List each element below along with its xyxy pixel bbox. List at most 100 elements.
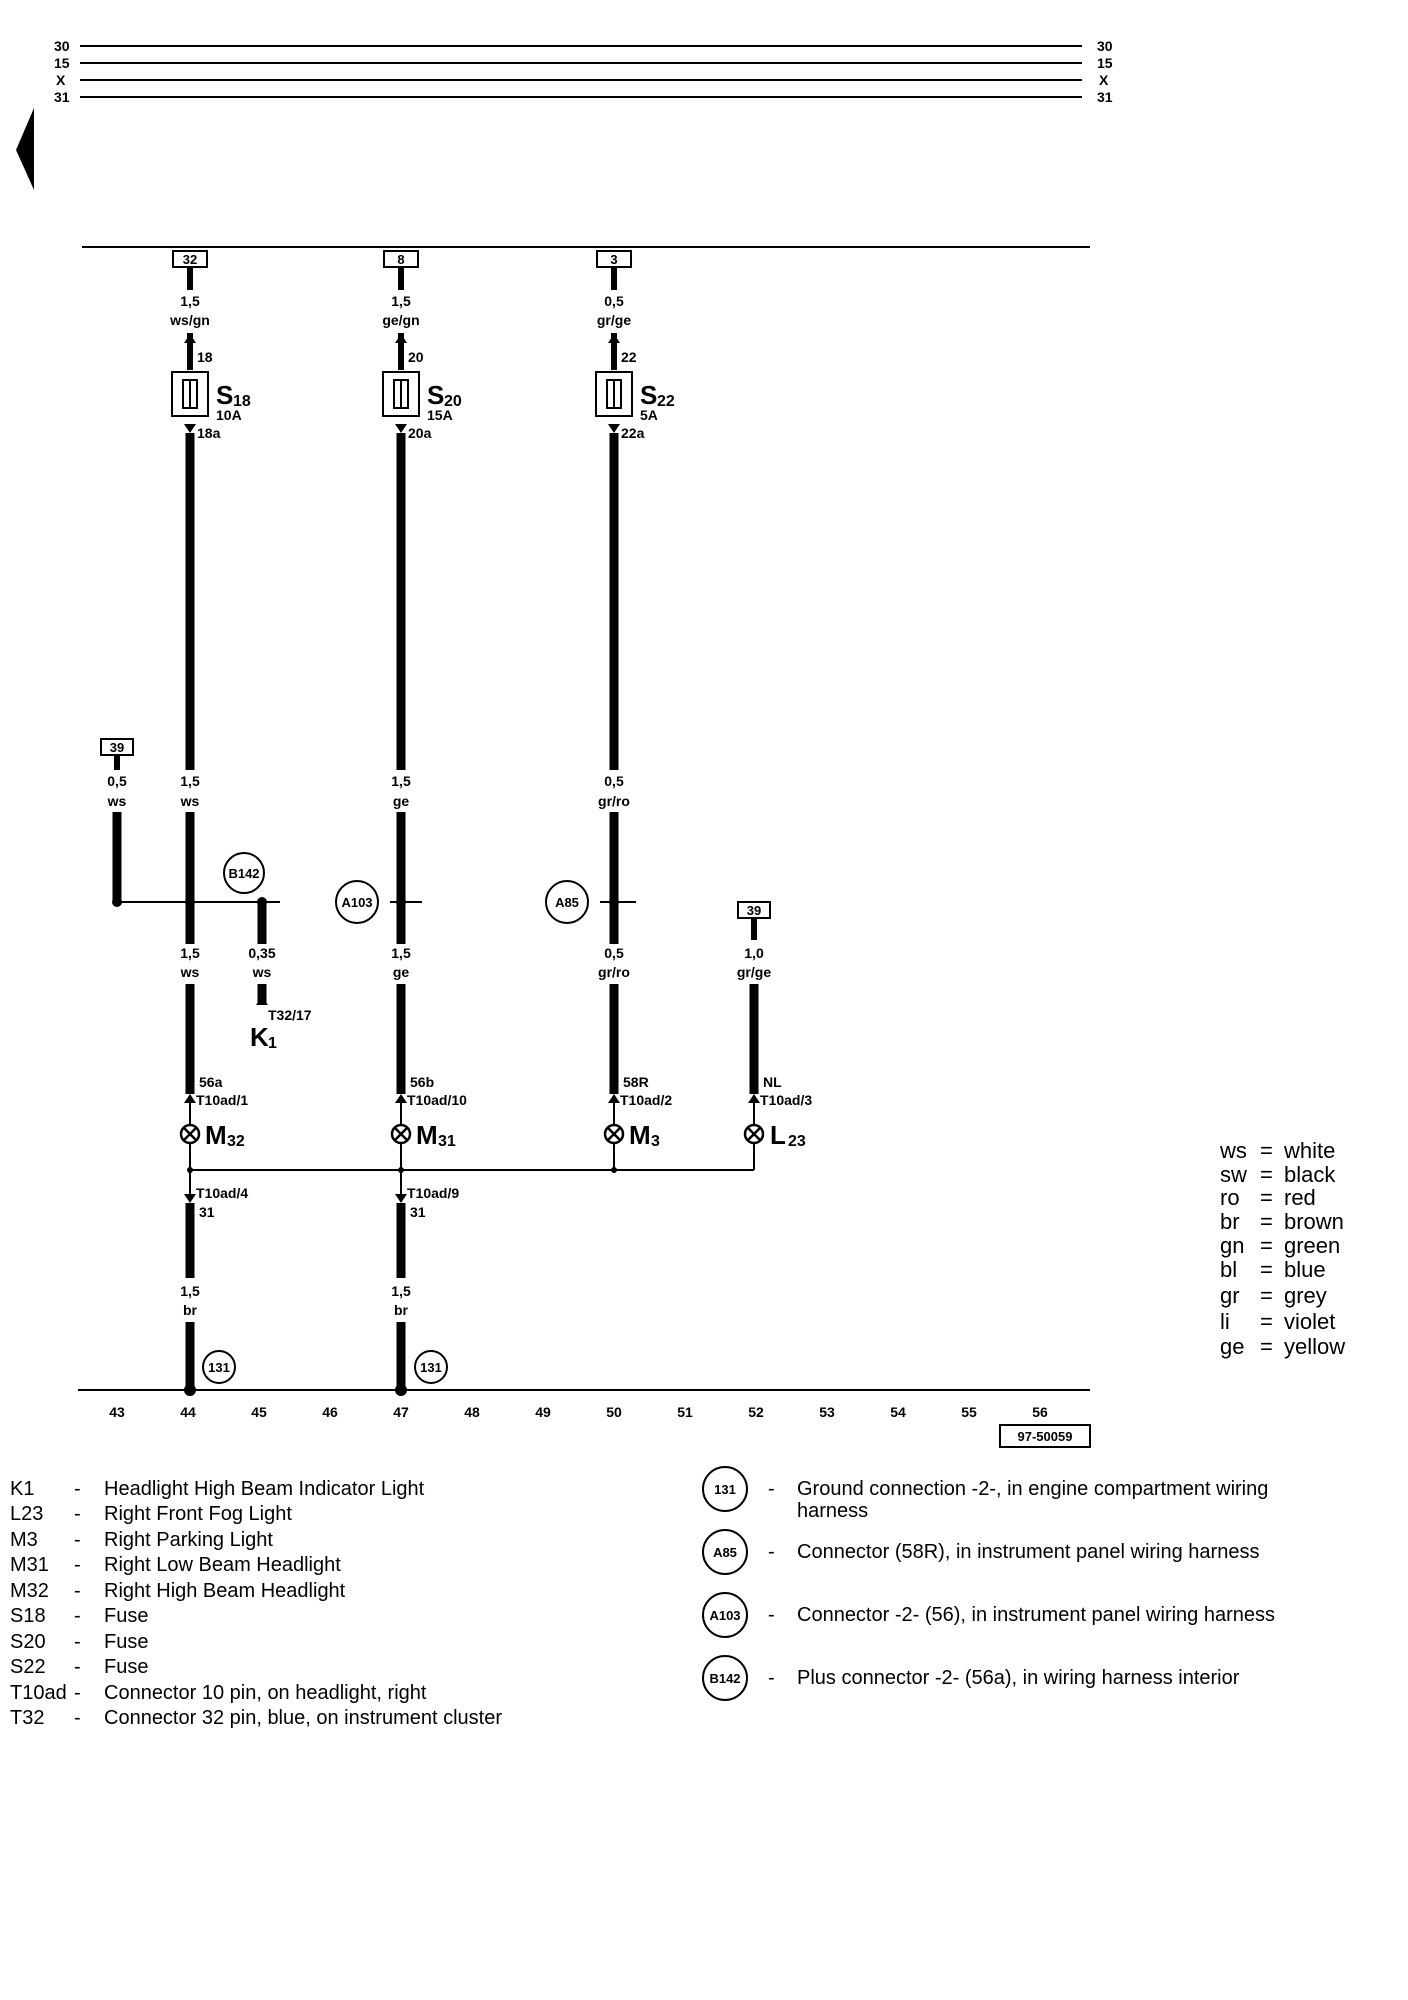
ground-pin: 31 — [199, 1204, 215, 1220]
svg-text:-: - — [768, 1667, 775, 1689]
svg-text:131: 131 — [420, 1360, 442, 1375]
fuse-name: S — [216, 380, 233, 410]
svg-text:51: 51 — [677, 1404, 693, 1420]
svg-text:-: - — [768, 1541, 775, 1563]
fuse-name: S — [640, 380, 657, 410]
svg-text:31: 31 — [438, 1133, 456, 1150]
wire-size: 0,5 — [604, 945, 624, 961]
svg-text:Right High Beam Headlight: Right High Beam Headlight — [104, 1580, 346, 1602]
wire-size: 1,5 — [180, 945, 200, 961]
previous-page-arrow-icon[interactable] — [16, 108, 34, 190]
wire-size: 0,35 — [248, 945, 275, 961]
svg-text:=: = — [1260, 1162, 1273, 1187]
svg-text:B142: B142 — [709, 1671, 740, 1686]
fuse-rating: 15A — [427, 407, 453, 423]
ground-point-131-a[interactable]: 131 — [202, 1350, 236, 1384]
svg-text:white: white — [1283, 1138, 1335, 1163]
svg-text:M31: M31 — [10, 1554, 49, 1576]
wire-color: ws — [252, 964, 272, 980]
k1-pin-label: T32/17 — [268, 1007, 312, 1023]
svg-text:S20: S20 — [10, 1631, 46, 1653]
wire-color: ge — [393, 964, 410, 980]
svg-text:=: = — [1260, 1138, 1273, 1163]
svg-text:brown: brown — [1284, 1209, 1344, 1234]
svg-text:Connector (58R), in instrument: Connector (58R), in instrument panel wir… — [797, 1541, 1259, 1563]
svg-text:39: 39 — [747, 903, 761, 918]
fuse-subscript: 20 — [444, 393, 462, 410]
rail-15-label-right: 15 — [1097, 55, 1113, 71]
svg-text:23: 23 — [788, 1133, 806, 1150]
rail-31-label-left: 31 — [54, 89, 70, 105]
svg-text:ro: ro — [1220, 1185, 1240, 1210]
wire-color-key: ws = white sw = black ro = red br = brow… — [1219, 1138, 1345, 1359]
lamp-connector: T10ad/2 — [620, 1092, 672, 1108]
svg-text:=: = — [1260, 1283, 1273, 1308]
svg-text:50: 50 — [606, 1404, 622, 1420]
lamp-pin-labels: 56a T10ad/1 56b T10ad/10 58R T10ad/2 NL … — [184, 1074, 812, 1108]
connector-a85[interactable]: A85 — [545, 880, 589, 924]
svg-text:131: 131 — [208, 1360, 230, 1375]
diagram-reference: 97-50059 — [999, 1424, 1091, 1448]
svg-text:131: 131 — [714, 1482, 736, 1497]
wire-color: gr/ro — [598, 964, 630, 980]
fuse-pin-in: 18 — [197, 349, 213, 365]
svg-text:-: - — [74, 1656, 81, 1678]
svg-text:-: - — [74, 1554, 81, 1576]
wire-color: gr/ge — [737, 964, 771, 980]
svg-text:3: 3 — [651, 1133, 660, 1150]
svg-text:gn: gn — [1220, 1233, 1244, 1258]
svg-text:S18: S18 — [10, 1605, 46, 1627]
terminal-box-39-left: 39 — [100, 738, 134, 770]
connector-legend: 131 - Ground connection -2-, in engine c… — [702, 1466, 1275, 1701]
svg-text:43: 43 — [109, 1404, 125, 1420]
svg-text:-: - — [768, 1604, 775, 1626]
svg-text:L: L — [770, 1120, 786, 1150]
fuse-name: S — [427, 380, 444, 410]
lamp-l23: L 23 — [743, 1120, 806, 1150]
terminal-boxes: 32 8 3 — [172, 250, 632, 268]
svg-text:S22: S22 — [10, 1656, 46, 1678]
svg-text:32: 32 — [227, 1133, 245, 1150]
upper-mid-wire-labels: 0,5 ws 1,5 ws 1,5 ge 0,5 gr/ro — [107, 773, 630, 809]
svg-text:Connector 10 pin, on headlight: Connector 10 pin, on headlight, right — [104, 1682, 427, 1704]
ground-point-131-b[interactable]: 131 — [414, 1350, 448, 1384]
wire-size: 1,5 — [391, 293, 411, 309]
wire-size: 1,5 — [180, 293, 200, 309]
k1-name: K — [250, 1022, 269, 1052]
wire-color: ws — [180, 793, 200, 809]
svg-text:M3: M3 — [10, 1529, 38, 1551]
lamp-connector: T10ad/3 — [760, 1092, 812, 1108]
svg-text:=: = — [1260, 1257, 1273, 1282]
svg-text:Connector -2- (56), in instrum: Connector -2- (56), in instrument panel … — [797, 1604, 1275, 1626]
ground-wire-labels: 1,5 br 1,5 br — [180, 1283, 411, 1318]
svg-text:44: 44 — [180, 1404, 196, 1420]
svg-text:A103: A103 — [709, 1608, 740, 1623]
svg-text:sw: sw — [1220, 1162, 1247, 1187]
svg-text:49: 49 — [535, 1404, 551, 1420]
svg-text:Headlight High Beam Indicator: Headlight High Beam Indicator Light — [104, 1478, 425, 1500]
svg-text:li: li — [1220, 1309, 1230, 1334]
svg-text:-: - — [768, 1478, 775, 1500]
connector-b142[interactable]: B142 — [223, 852, 265, 894]
power-rails: 30 15 X 31 30 15 X 31 — [54, 38, 1113, 105]
fuse-s18: 18 S 18 10A 18a — [171, 334, 251, 441]
lamp-pin: 56a — [199, 1074, 223, 1090]
fuse-pin-in: 20 — [408, 349, 424, 365]
svg-text:T10ad: T10ad — [10, 1682, 67, 1704]
svg-text:56: 56 — [1032, 1404, 1048, 1420]
svg-text:=: = — [1260, 1233, 1273, 1258]
lamp-m32: M 32 — [179, 1120, 245, 1150]
wire-size: 1,5 — [391, 1283, 411, 1299]
connector-a103[interactable]: A103 — [335, 880, 379, 924]
wire-size: 1,5 — [180, 1283, 200, 1299]
fuse-subscript: 22 — [657, 393, 675, 410]
wire-size: 1,5 — [391, 945, 411, 961]
svg-text:Right Parking Light: Right Parking Light — [104, 1529, 273, 1551]
terminal-box-3: 3 — [610, 252, 617, 267]
rail-x-label-right: X — [1099, 72, 1109, 88]
wire-size: 1,0 — [744, 945, 764, 961]
lamp-m31: M 31 — [390, 1120, 456, 1150]
svg-text:-: - — [74, 1605, 81, 1627]
lower-mid-wire-labels: 1,5 ws 0,35 ws 1,5 ge 0,5 gr/ro 1,0 gr/g… — [180, 945, 772, 980]
